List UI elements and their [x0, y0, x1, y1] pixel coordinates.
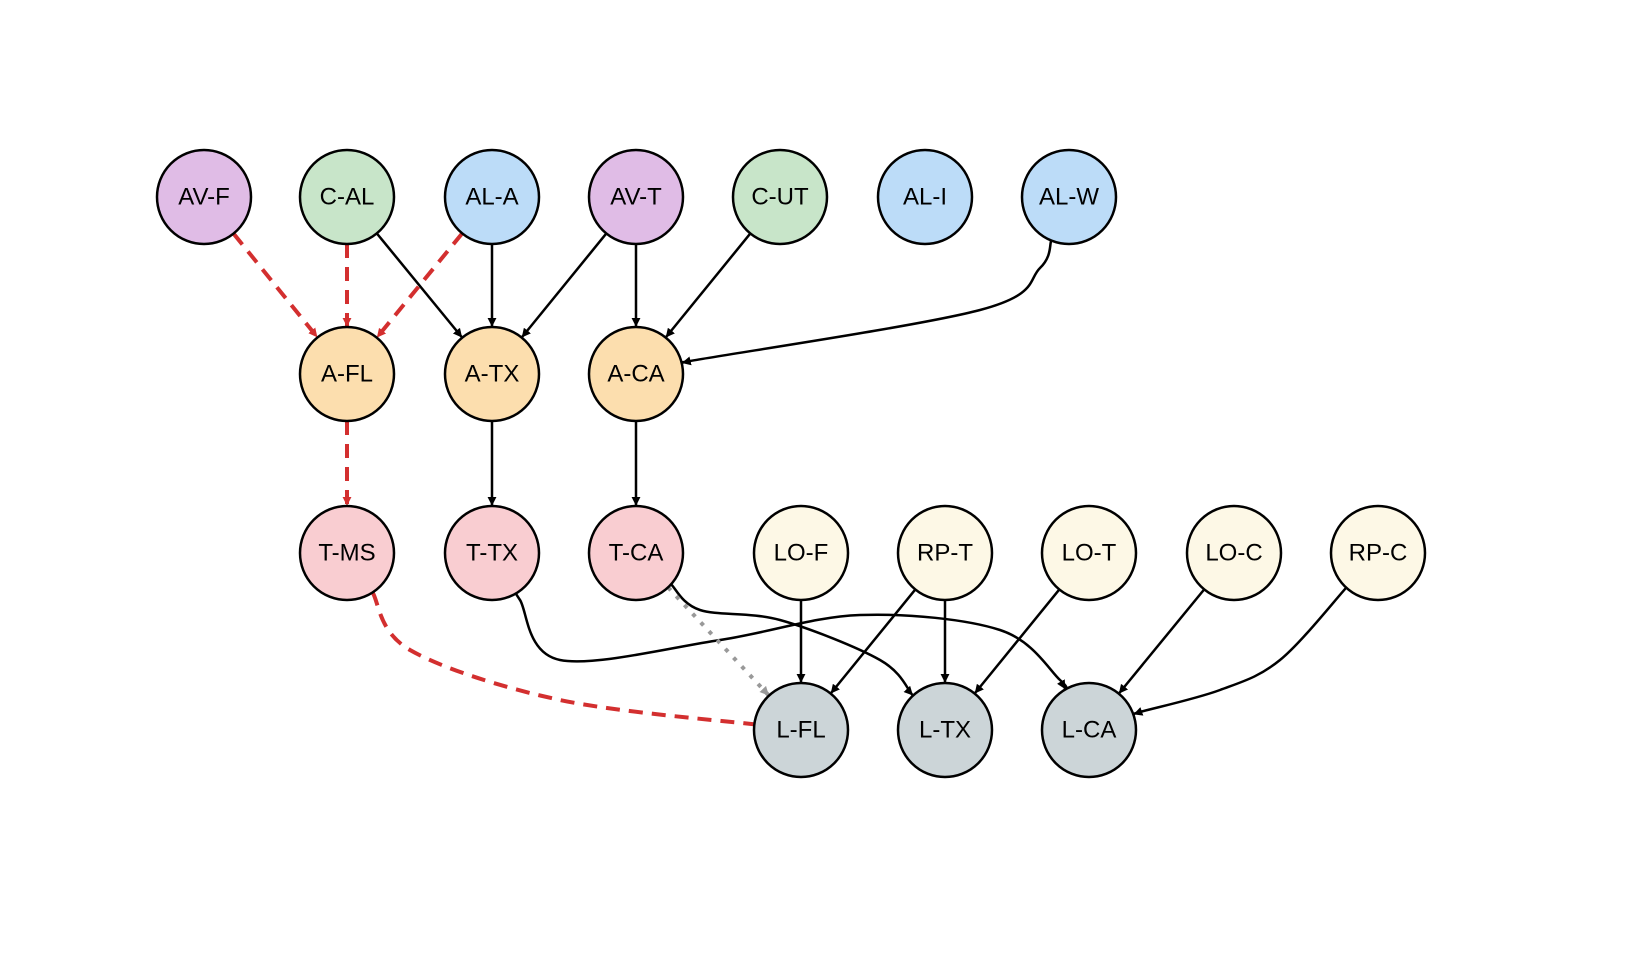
- node-label: A-TX: [465, 361, 520, 388]
- node-circle: [1040, 681, 1138, 779]
- node-circle: [298, 504, 396, 602]
- node-circle: [896, 504, 994, 602]
- edge-rp-t-to-l-fl: [830, 588, 917, 694]
- node-circle: [443, 504, 541, 602]
- node-lo-f: LO-F: [752, 504, 850, 602]
- node-circle: [876, 148, 974, 246]
- node-label: LO-F: [774, 540, 829, 567]
- edge-t-ca-to-l-fl: [666, 586, 770, 697]
- node-label: AL-I: [903, 184, 947, 211]
- node-label: A-CA: [607, 361, 664, 388]
- node-circle: [298, 325, 396, 423]
- edge-av-t-to-a-tx: [521, 232, 608, 338]
- edge-layer: [231, 232, 1348, 730]
- node-a-ca: A-CA: [587, 325, 685, 423]
- node-c-al: C-AL: [298, 148, 396, 246]
- node-label: RP-C: [1349, 540, 1408, 567]
- node-circle: [298, 148, 396, 246]
- node-label: LO-C: [1205, 540, 1262, 567]
- node-label: AL-A: [465, 184, 518, 211]
- edge-al-w-to-a-ca: [665, 240, 1053, 367]
- edge-lo-c-to-l-ca: [1118, 588, 1206, 694]
- node-al-w: AL-W: [1020, 148, 1118, 246]
- node-l-fl: L-FL: [752, 681, 850, 779]
- node-av-f: AV-F: [155, 148, 253, 246]
- node-circle: [155, 148, 253, 246]
- node-label: AV-F: [178, 184, 230, 211]
- node-circle: [1329, 504, 1427, 602]
- node-label: C-AL: [320, 184, 375, 211]
- node-label: T-MS: [318, 540, 375, 567]
- node-circle: [752, 504, 850, 602]
- node-lo-t: LO-T: [1040, 504, 1138, 602]
- node-circle: [443, 325, 541, 423]
- node-l-ca: L-CA: [1040, 681, 1138, 779]
- node-rp-c: RP-C: [1329, 504, 1427, 602]
- node-al-a: AL-A: [443, 148, 541, 246]
- node-circle: [587, 504, 685, 602]
- node-label: L-FL: [776, 717, 825, 744]
- node-label: AV-T: [610, 184, 662, 211]
- node-circle: [731, 148, 829, 246]
- node-t-ca: T-CA: [587, 504, 685, 602]
- node-circle: [587, 148, 685, 246]
- edge-rp-c-to-l-ca: [1130, 586, 1348, 716]
- node-circle: [443, 148, 541, 246]
- edge-c-ut-to-a-ca: [665, 232, 752, 338]
- edge-lo-t-to-l-tx: [974, 588, 1061, 694]
- node-label: L-CA: [1062, 717, 1117, 744]
- node-rp-t: RP-T: [896, 504, 994, 602]
- node-circle: [1020, 148, 1118, 246]
- node-label: L-TX: [919, 717, 971, 744]
- node-av-t: AV-T: [587, 148, 685, 246]
- edge-t-ca-to-l-tx: [670, 583, 914, 696]
- node-lo-c: LO-C: [1185, 504, 1283, 602]
- node-l-tx: L-TX: [896, 681, 994, 779]
- node-circle: [896, 681, 994, 779]
- edge-av-f-to-a-fl: [231, 232, 319, 338]
- edge-t-tx-to-l-ca: [514, 591, 1068, 690]
- node-label: A-FL: [321, 361, 373, 388]
- node-c-ut: C-UT: [731, 148, 829, 246]
- node-circle: [587, 325, 685, 423]
- node-circle: [1040, 504, 1138, 602]
- edge-c-al-to-a-tx: [375, 232, 463, 338]
- node-label: T-TX: [466, 540, 518, 567]
- node-a-fl: A-FL: [298, 325, 396, 423]
- node-label: C-UT: [751, 184, 809, 211]
- node-label: T-CA: [609, 540, 664, 567]
- node-label: RP-T: [917, 540, 973, 567]
- node-circle: [752, 681, 850, 779]
- node-label: AL-W: [1039, 184, 1099, 211]
- node-a-tx: A-TX: [443, 325, 541, 423]
- node-label: LO-T: [1062, 540, 1117, 567]
- node-t-tx: T-TX: [443, 504, 541, 602]
- node-al-i: AL-I: [876, 148, 974, 246]
- node-t-ms: T-MS: [298, 504, 396, 602]
- node-layer: AV-F C-AL AL-A AV-T C-UT AL-I AL-W A-FL A-TX A-CA…: [155, 148, 1427, 779]
- node-circle: [1185, 504, 1283, 602]
